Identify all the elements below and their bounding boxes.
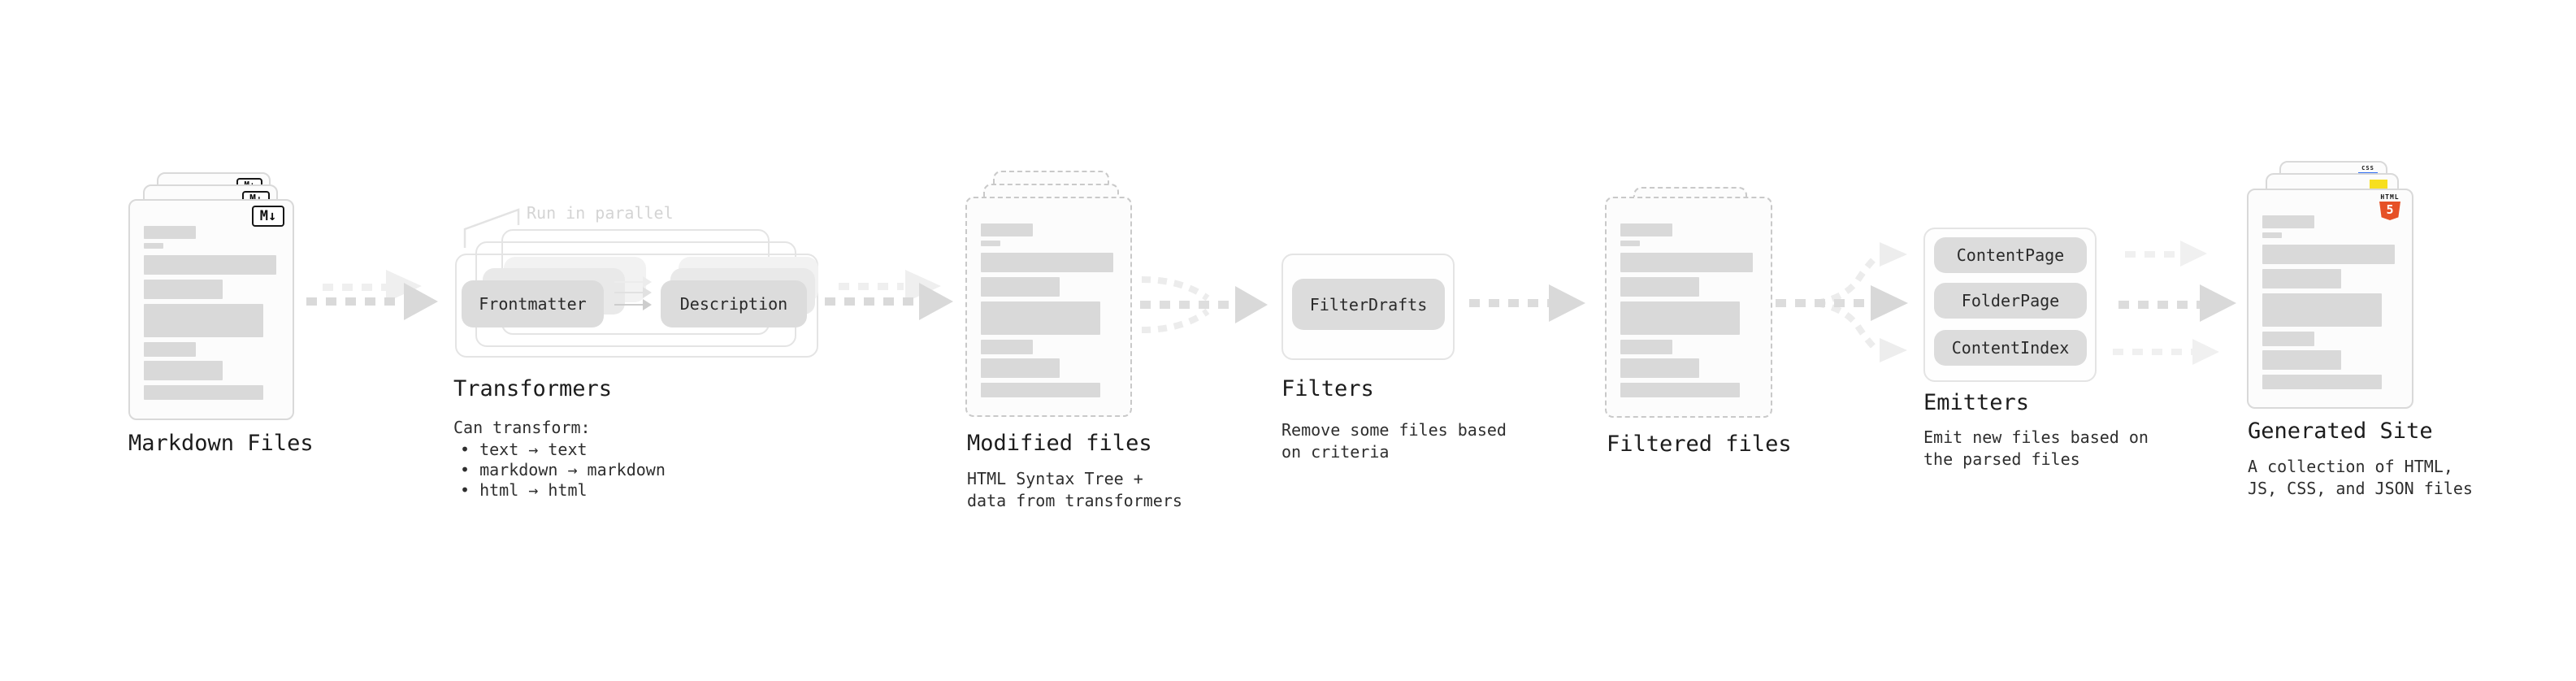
text-line-placeholder — [981, 277, 1060, 297]
parallel-flow-arrow-icon — [614, 299, 652, 310]
markdown-icon: M↓ — [252, 206, 284, 227]
emitters-heading: Emitters — [1923, 390, 2030, 415]
text-line-placeholder — [144, 304, 263, 337]
filters-note: on criteria — [1281, 442, 1390, 462]
css-icon-label: CSS — [2361, 165, 2374, 171]
text-line-placeholder — [2262, 350, 2341, 370]
arrow-dashes-ghost — [2113, 349, 2192, 355]
transformer-description-chip: Description — [661, 280, 807, 327]
text-line-placeholder — [1620, 340, 1672, 354]
arrow-dashes — [306, 297, 402, 306]
text-line-placeholder — [981, 241, 1000, 246]
transformer-frontmatter-chip: Frontmatter — [462, 280, 604, 327]
transformers-heading: Transformers — [453, 376, 613, 401]
text-line-placeholder — [1620, 241, 1640, 246]
parallel-flow-arrow-icon — [614, 276, 652, 288]
arrow-head-ghost — [2180, 241, 2207, 267]
text-line-placeholder — [1620, 277, 1699, 297]
text-line-placeholder — [1620, 358, 1699, 378]
text-line-placeholder — [1620, 301, 1740, 335]
generated-site-heading: Generated Site — [2248, 419, 2433, 444]
emitters-note: the parsed files — [1923, 449, 2080, 469]
text-line-placeholder — [144, 226, 196, 239]
text-line-placeholder — [1620, 383, 1740, 397]
transformers-bullet: • markdown → markdown — [460, 460, 666, 479]
parallel-flow-arrow-icon — [614, 287, 652, 298]
modified-files-note: HTML Syntax Tree + — [967, 469, 1143, 488]
text-line-placeholder — [981, 358, 1060, 378]
text-line-placeholder — [144, 280, 223, 299]
file-page-front — [965, 197, 1132, 417]
arrow-head — [1549, 284, 1585, 322]
text-line-placeholder — [2262, 375, 2382, 389]
arrow-dashes — [2118, 301, 2200, 309]
text-line-placeholder — [981, 253, 1113, 272]
markdown-files-label: Markdown Files — [128, 431, 314, 456]
arrow-dashes — [1469, 299, 1549, 307]
text-line-placeholder — [2262, 245, 2395, 264]
text-line-placeholder — [2262, 332, 2314, 346]
transformers-bullet: • text → text — [460, 440, 588, 459]
run-in-parallel-label: Run in parallel — [527, 203, 674, 223]
text-line-placeholder — [144, 361, 223, 380]
run-in-parallel-callout-line — [463, 208, 520, 248]
text-line-placeholder — [1620, 223, 1672, 236]
text-line-placeholder — [2262, 269, 2341, 288]
text-line-placeholder — [144, 385, 263, 400]
text-line-placeholder — [144, 255, 276, 275]
text-line-placeholder — [981, 340, 1033, 354]
transformer-run-outline-front — [455, 254, 818, 358]
text-line-placeholder — [2262, 232, 2282, 238]
emitter-contentindex-chip: ContentIndex — [1934, 330, 2087, 366]
arrow-dashes-ghost — [839, 283, 904, 290]
text-line-placeholder — [1620, 253, 1753, 272]
text-line-placeholder — [2262, 215, 2314, 228]
file-page-front — [1605, 197, 1772, 418]
emitters-note: Emit new files based on — [1923, 427, 2149, 447]
text-line-placeholder — [981, 383, 1100, 397]
modified-files-note: data from transformers — [967, 491, 1182, 510]
arrow-dashes-ghost — [323, 284, 386, 291]
modified-files-heading: Modified files — [967, 431, 1152, 456]
generated-site-note: JS, CSS, and JSON files — [2248, 479, 2473, 498]
arrow-dashes-ghost — [2125, 251, 2180, 258]
arrow-head — [2200, 284, 2236, 322]
converging-arrow — [1140, 276, 1268, 333]
text-line-placeholder — [144, 243, 163, 249]
text-line-placeholder — [981, 223, 1033, 236]
html5-icon: HTML 5 — [2378, 193, 2402, 220]
arrow-head-ghost — [2192, 339, 2219, 365]
file-page-front: M↓ — [128, 199, 294, 420]
transformers-bullet: • html → html — [460, 480, 588, 500]
filter-filterdrafts-chip: FilterDrafts — [1292, 279, 1445, 330]
text-line-placeholder — [144, 342, 196, 357]
diverging-arrow — [1776, 242, 1908, 362]
filters-note: Remove some files based — [1281, 420, 1507, 440]
text-line-placeholder — [2262, 293, 2382, 327]
transformers-note-title: Can transform: — [453, 418, 591, 437]
arrow-dashes — [825, 297, 918, 306]
arrow-head — [404, 283, 438, 320]
emitter-contentpage-chip: ContentPage — [1934, 237, 2087, 273]
html5-icon-shield: 5 — [2379, 202, 2400, 220]
html5-icon-label: HTML — [2380, 193, 2400, 201]
arrow-head — [919, 283, 953, 320]
filters-heading: Filters — [1281, 376, 1374, 401]
emitter-folderpage-chip: FolderPage — [1934, 283, 2087, 319]
filtered-files-label: Filtered files — [1607, 432, 1792, 457]
file-page-front: HTML 5 — [2247, 189, 2413, 409]
text-line-placeholder — [981, 301, 1100, 335]
generated-site-note: A collection of HTML, — [2248, 457, 2453, 476]
